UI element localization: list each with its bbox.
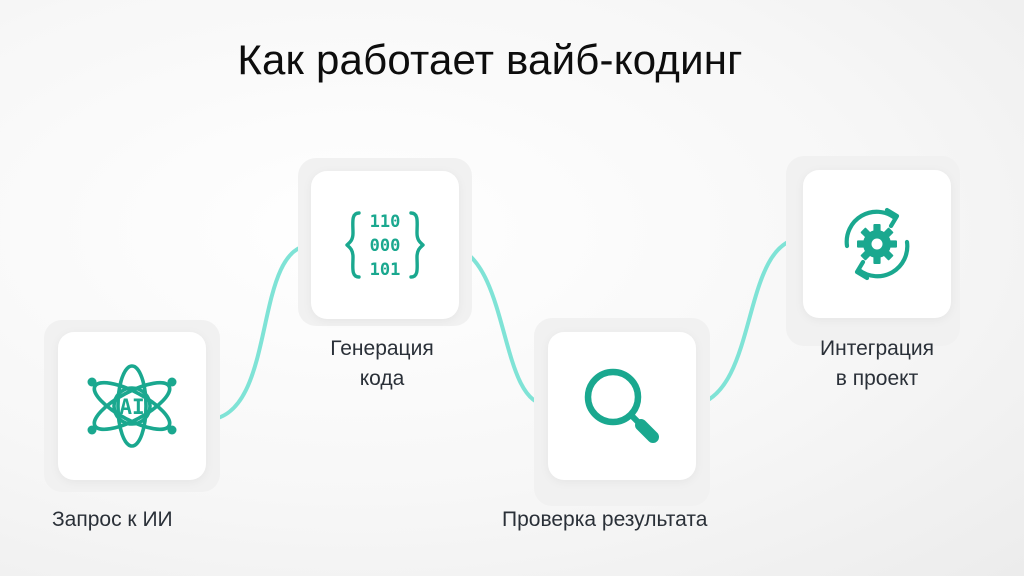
gear-refresh-icon bbox=[835, 202, 919, 286]
step-card-ai-request: AI bbox=[58, 332, 206, 480]
connector-3-4 bbox=[694, 236, 805, 407]
step-label-result-check: Проверка результата bbox=[502, 508, 708, 531]
magnifier-icon bbox=[579, 363, 665, 449]
connector-2-3 bbox=[456, 246, 550, 407]
label-line-1: Интеграция bbox=[820, 337, 934, 360]
page-title: Как работает вайб-кодинг bbox=[237, 36, 743, 83]
step-card-result-check bbox=[548, 332, 696, 480]
step-card-code-generation: 110 000 101 bbox=[311, 171, 459, 319]
ai-icon-text: AI bbox=[119, 395, 144, 419]
binary-row-3: 101 bbox=[370, 260, 401, 280]
binary-row-2: 000 bbox=[370, 236, 401, 256]
step-label-ai-request: Запрос к ИИ bbox=[52, 508, 173, 531]
connector-1-2 bbox=[203, 243, 314, 422]
label-line-2: кода bbox=[359, 367, 405, 390]
step-card-integration bbox=[803, 170, 951, 318]
ai-atom-icon: AI bbox=[84, 358, 180, 454]
binary-code-icon: 110 000 101 bbox=[345, 205, 425, 285]
binary-row-1: 110 bbox=[370, 212, 401, 232]
step-label-code-generation: Генерация кода bbox=[310, 334, 454, 394]
label-line-1: Генерация bbox=[330, 337, 434, 360]
step-label-integration: Интеграция в проект bbox=[798, 334, 956, 394]
label-line-2: в проект bbox=[835, 367, 919, 390]
